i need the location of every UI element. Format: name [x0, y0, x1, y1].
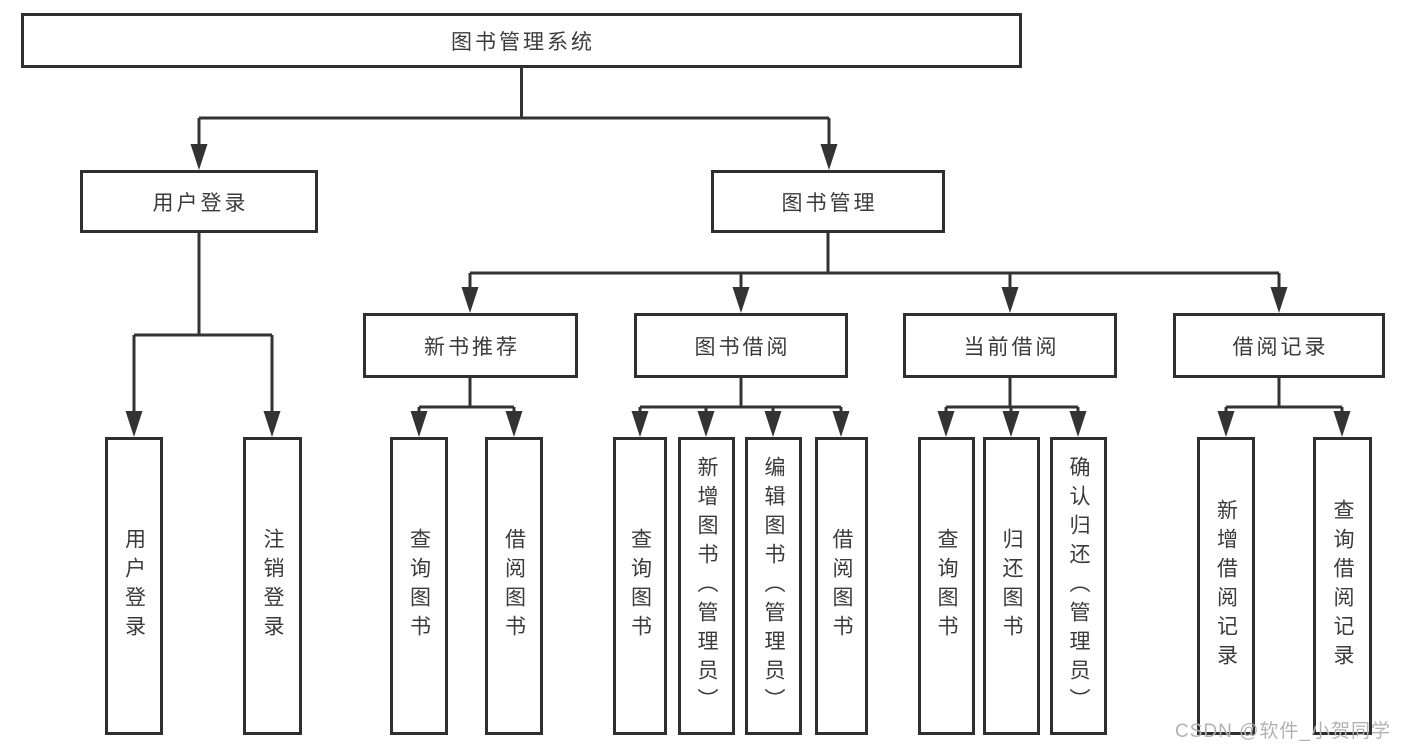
- leaf-query-borrow-record: 查询借阅记录: [1313, 437, 1372, 735]
- leaf-borrow-books-recommend: 借阅图书: [485, 437, 543, 735]
- csdn-watermark: CSDN @软件_小贺同学: [1175, 721, 1391, 742]
- leaf-edit-books-admin: 编辑图书（管理员）: [745, 437, 802, 735]
- node-new-book-recommend: 新书推荐: [363, 313, 578, 378]
- leaf-user-login: 用户登录: [105, 437, 163, 735]
- node-book-borrow: 图书借阅: [634, 313, 848, 378]
- leaf-add-books-admin: 新增图书（管理员）: [678, 437, 735, 735]
- arrow-down-icons: [125, 144, 1351, 437]
- leaf-query-books-current: 查询图书: [918, 437, 975, 735]
- leaf-query-books-borrow: 查询图书: [613, 437, 667, 735]
- leaf-return-books: 归还图书: [983, 437, 1040, 735]
- node-root-system: 图书管理系统: [21, 13, 1022, 68]
- leaf-add-borrow-record: 新增借阅记录: [1197, 437, 1255, 735]
- leaf-query-books-recommend: 查询图书: [390, 437, 448, 735]
- leaf-borrow-books: 借阅图书: [815, 437, 868, 735]
- node-user-login: 用户登录: [80, 170, 318, 233]
- leaf-confirm-return-admin: 确认归还（管理员）: [1050, 437, 1107, 735]
- node-book-management: 图书管理: [711, 170, 945, 233]
- node-borrow-records: 借阅记录: [1173, 313, 1385, 378]
- leaf-logout: 注销登录: [243, 437, 302, 735]
- node-current-borrow: 当前借阅: [903, 313, 1117, 378]
